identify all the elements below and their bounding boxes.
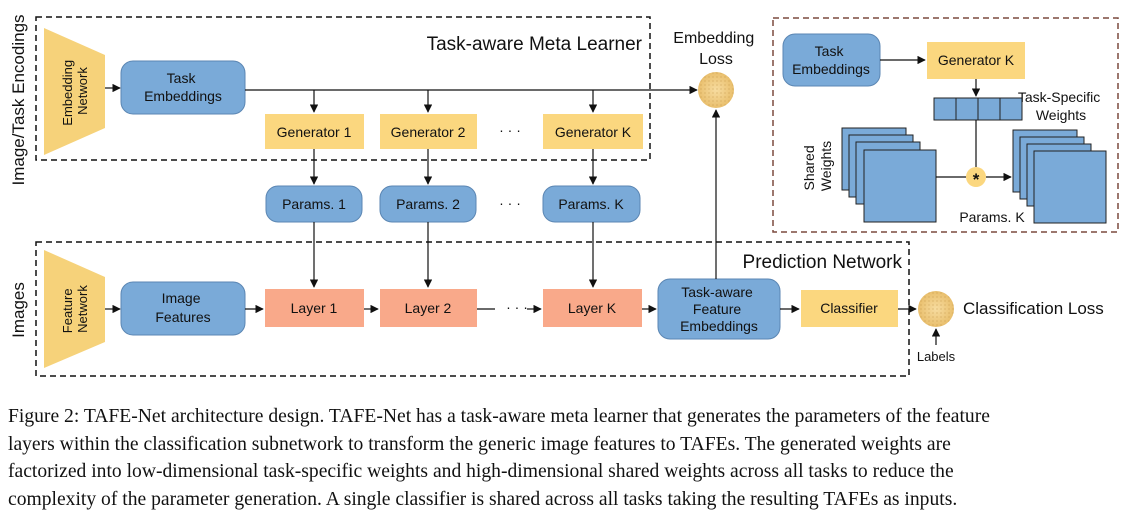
- shared-weights-stack: [841, 127, 937, 223]
- embedding-loss-label: Embedding Loss: [673, 30, 758, 68]
- inset-generator-k-label: Generator K: [938, 52, 1015, 68]
- params-1-label: Params. 1: [282, 196, 346, 212]
- layer-2-label: Layer 2: [405, 300, 452, 316]
- generator-k-box: [543, 114, 643, 149]
- layer-k-box: [543, 289, 642, 327]
- inset-generator-k-box: [927, 42, 1025, 79]
- prediction-network-title: Prediction Network: [743, 252, 903, 273]
- ellipsis-layers: · · ·: [506, 299, 528, 315]
- figure-caption: Figure 2: TAFE-Net architecture design. …: [8, 403, 1133, 513]
- layer-1-label: Layer 1: [291, 300, 338, 316]
- ellipsis-generators: · · ·: [499, 122, 521, 138]
- classification-loss-texture: [918, 291, 954, 327]
- inset-params-k-label: Params. K: [959, 209, 1025, 225]
- caption-line: Figure 2: TAFE-Net architecture design. …: [8, 406, 990, 427]
- inset-region: [772, 17, 1119, 233]
- tafe-net-diagram: Image/Task Encodings Images Task-aware M…: [9, 14, 1119, 377]
- task-specific-weights-label: Task-Specific Weights: [1018, 89, 1104, 123]
- embedding-loss-texture: [698, 72, 734, 108]
- task-aware-feature-label: Task-aware Feature Embeddings: [680, 284, 758, 334]
- side-label-encodings: Image/Task Encodings: [9, 14, 28, 185]
- layer-k-label: Layer K: [568, 300, 617, 316]
- ellipsis-params: · · ·: [499, 195, 521, 211]
- shared-weights-label: Shared Weights: [801, 141, 834, 191]
- feature-network-label: Feature Network: [60, 285, 90, 334]
- task-embeddings-label: Task Embeddings: [144, 70, 222, 104]
- meta-learner-title: Task-aware Meta Learner: [427, 34, 643, 55]
- generator-1-label: Generator 1: [277, 124, 352, 140]
- layer-2-box: [380, 289, 477, 327]
- side-label-images: Images: [9, 282, 28, 338]
- params-2-label: Params. 2: [396, 196, 460, 212]
- generator-2-box: [380, 114, 477, 149]
- params-k-stack: [1012, 129, 1107, 224]
- classifier-label: Classifier: [820, 300, 878, 316]
- image-features-label: Image Features: [155, 290, 210, 325]
- caption-line: complexity of the parameter generation. …: [8, 488, 958, 510]
- labels-label: Labels: [917, 349, 956, 364]
- task-embeddings-box: [120, 60, 246, 115]
- meta-learner-region: [35, 16, 651, 161]
- multiply-operator-symbol: *: [973, 170, 980, 189]
- embedding-network-shape: [44, 28, 105, 155]
- embedding-network-label: Embedding Network: [60, 56, 90, 125]
- generator-2-label: Generator 2: [391, 124, 466, 140]
- params-k-label: Params. K: [558, 196, 624, 212]
- inset-task-embeddings-box: [782, 33, 881, 87]
- feature-network-shape: [44, 250, 105, 368]
- caption-line: factorized into low-dimensional task-spe…: [8, 461, 954, 482]
- params-k-box: [542, 185, 641, 223]
- classification-loss-label: Classification Loss: [963, 299, 1104, 318]
- caption-line: layers within the classification subnetw…: [8, 433, 951, 455]
- inset-task-embeddings-label: Task Embeddings: [792, 43, 870, 77]
- task-specific-weight-vector: [933, 97, 1023, 121]
- generator-1-box: [265, 114, 364, 149]
- layer-1-box: [265, 289, 364, 327]
- generator-k-label: Generator K: [555, 124, 632, 140]
- classifier-box: [801, 290, 898, 327]
- multiply-operator: [966, 167, 986, 187]
